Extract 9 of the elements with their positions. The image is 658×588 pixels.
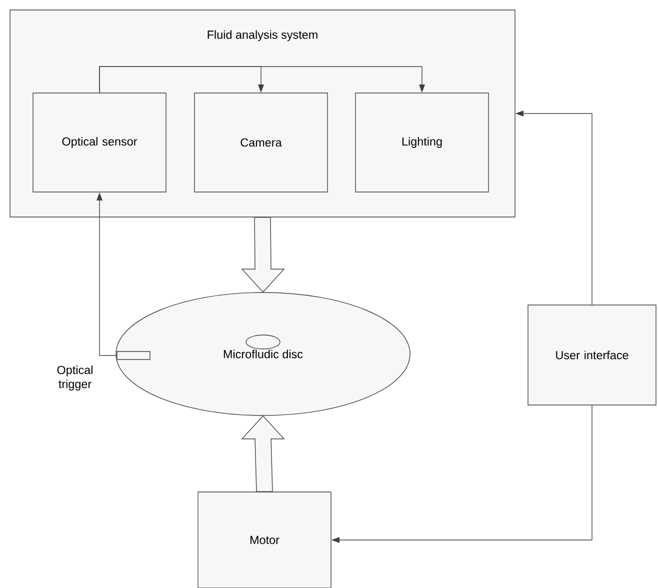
process-box: User interface (528, 304, 656, 406)
arrow (99, 66, 426, 93)
process-box: Optical sensor (32, 92, 166, 192)
process-box: Lighting (355, 92, 489, 192)
block-arrow (241, 415, 285, 492)
node-caption: Optical trigger (57, 366, 92, 390)
process-box: Camera (194, 92, 328, 192)
block-arrow (241, 217, 285, 293)
process-box: Motor (198, 492, 332, 588)
